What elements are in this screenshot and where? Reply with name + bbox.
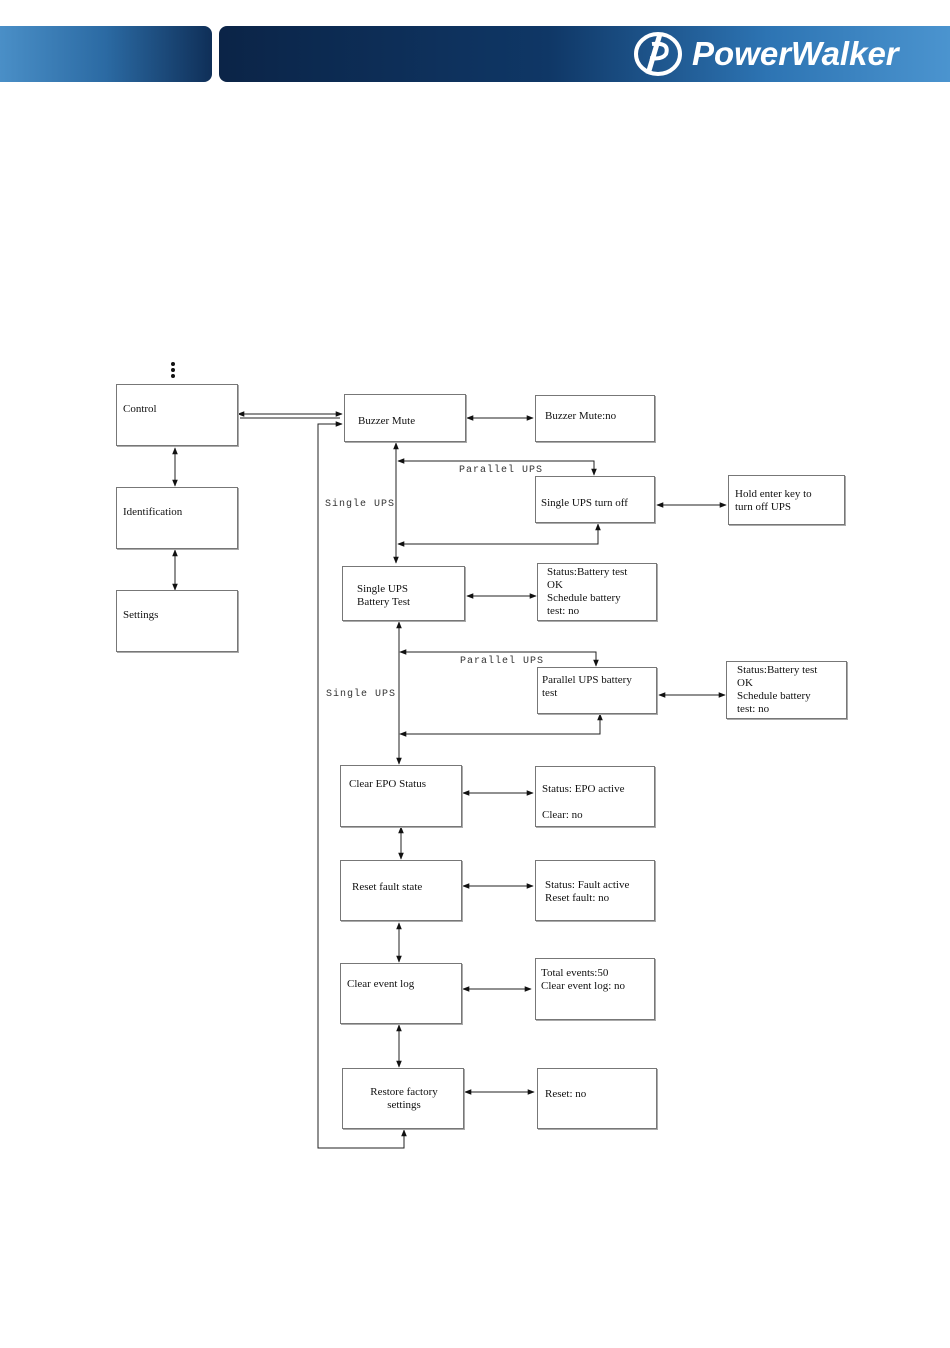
restore-factory-settings-label: Restore factory settings bbox=[370, 1086, 438, 1111]
header-band-left bbox=[0, 26, 212, 82]
battery-test-status-box-2: Status:Battery test OK Schedule battery … bbox=[726, 661, 847, 719]
hold-enter-box: Hold enter key to turn off UPS bbox=[728, 475, 845, 525]
single-ups-label-1: Single UPS bbox=[325, 499, 396, 510]
fault-status-box: Status: Fault active Reset fault: no bbox=[535, 860, 655, 921]
header-band-right bbox=[219, 26, 950, 82]
buzzer-mute-box: Buzzer Mute bbox=[344, 394, 466, 442]
control-label: Control bbox=[123, 403, 157, 415]
reset-value: Reset: no bbox=[545, 1088, 587, 1100]
reset-value-box: Reset: no bbox=[537, 1068, 657, 1129]
single-ups-turn-off-box: Single UPS turn off bbox=[535, 476, 655, 523]
brand-logo: PowerWalker bbox=[630, 30, 899, 78]
arrow-loop-back bbox=[317, 421, 407, 1149]
parallel-ups-battery-test-box: Parallel UPS battery test bbox=[537, 667, 657, 714]
event-log-status: Total events:50 Clear event log: no bbox=[541, 967, 626, 992]
clear-epo-status-label: Clear EPO Status bbox=[349, 778, 426, 790]
battery-test-status-2: Status:Battery test OK Schedule battery … bbox=[737, 664, 818, 715]
reset-fault-state-box: Reset fault state bbox=[340, 860, 462, 921]
buzzer-mute-label: Buzzer Mute bbox=[358, 415, 416, 427]
single-ups-battery-test-box: Single UPS Battery Test bbox=[342, 566, 465, 621]
powerwalker-logo-icon bbox=[634, 32, 682, 76]
parallel-ups-label-2: Parallel UPS bbox=[460, 656, 545, 667]
epo-status: Status: EPO active Clear: no bbox=[542, 783, 625, 821]
restore-factory-settings-box: Restore factory settings bbox=[342, 1068, 464, 1129]
arrow-parallel-1-return bbox=[397, 523, 601, 547]
brand-name: PowerWalker bbox=[692, 35, 899, 72]
arrow-parallel-1 bbox=[397, 458, 597, 476]
arrow-parallel-2 bbox=[399, 649, 599, 667]
buzzer-mute-value-box: Buzzer Mute:no bbox=[535, 395, 655, 442]
battery-test-status-1: Status:Battery test OK Schedule battery … bbox=[547, 566, 628, 617]
settings-box: Settings bbox=[116, 590, 238, 652]
battery-test-status-box-1: Status:Battery test OK Schedule battery … bbox=[537, 563, 657, 621]
buzzer-mute-value: Buzzer Mute:no bbox=[545, 410, 617, 422]
event-log-status-box: Total events:50 Clear event log: no bbox=[535, 958, 655, 1020]
clear-event-log-box: Clear event log bbox=[340, 963, 462, 1024]
epo-status-box: Status: EPO active Clear: no bbox=[535, 766, 655, 827]
single-ups-battery-test-label: Single UPS Battery Test bbox=[357, 583, 411, 608]
settings-label: Settings bbox=[123, 609, 159, 621]
identification-label: Identification bbox=[123, 506, 183, 518]
single-ups-label-2: Single UPS bbox=[326, 689, 397, 700]
control-box: Control bbox=[116, 384, 238, 446]
fault-status: Status: Fault active Reset fault: no bbox=[545, 879, 630, 904]
hold-enter-label: Hold enter key to turn off UPS bbox=[735, 488, 812, 513]
single-ups-turn-off-label: Single UPS turn off bbox=[541, 497, 628, 509]
clear-event-log-label: Clear event log bbox=[347, 978, 415, 990]
identification-box: Identification bbox=[116, 487, 238, 549]
clear-epo-status-box: Clear EPO Status bbox=[340, 765, 462, 827]
reset-fault-state-label: Reset fault state bbox=[352, 881, 423, 893]
parallel-ups-battery-test-label: Parallel UPS battery test bbox=[542, 674, 632, 699]
parallel-ups-label-1: Parallel UPS bbox=[459, 465, 544, 476]
arrow-parallel-2-return bbox=[399, 713, 603, 737]
continuation-dots bbox=[171, 362, 177, 380]
